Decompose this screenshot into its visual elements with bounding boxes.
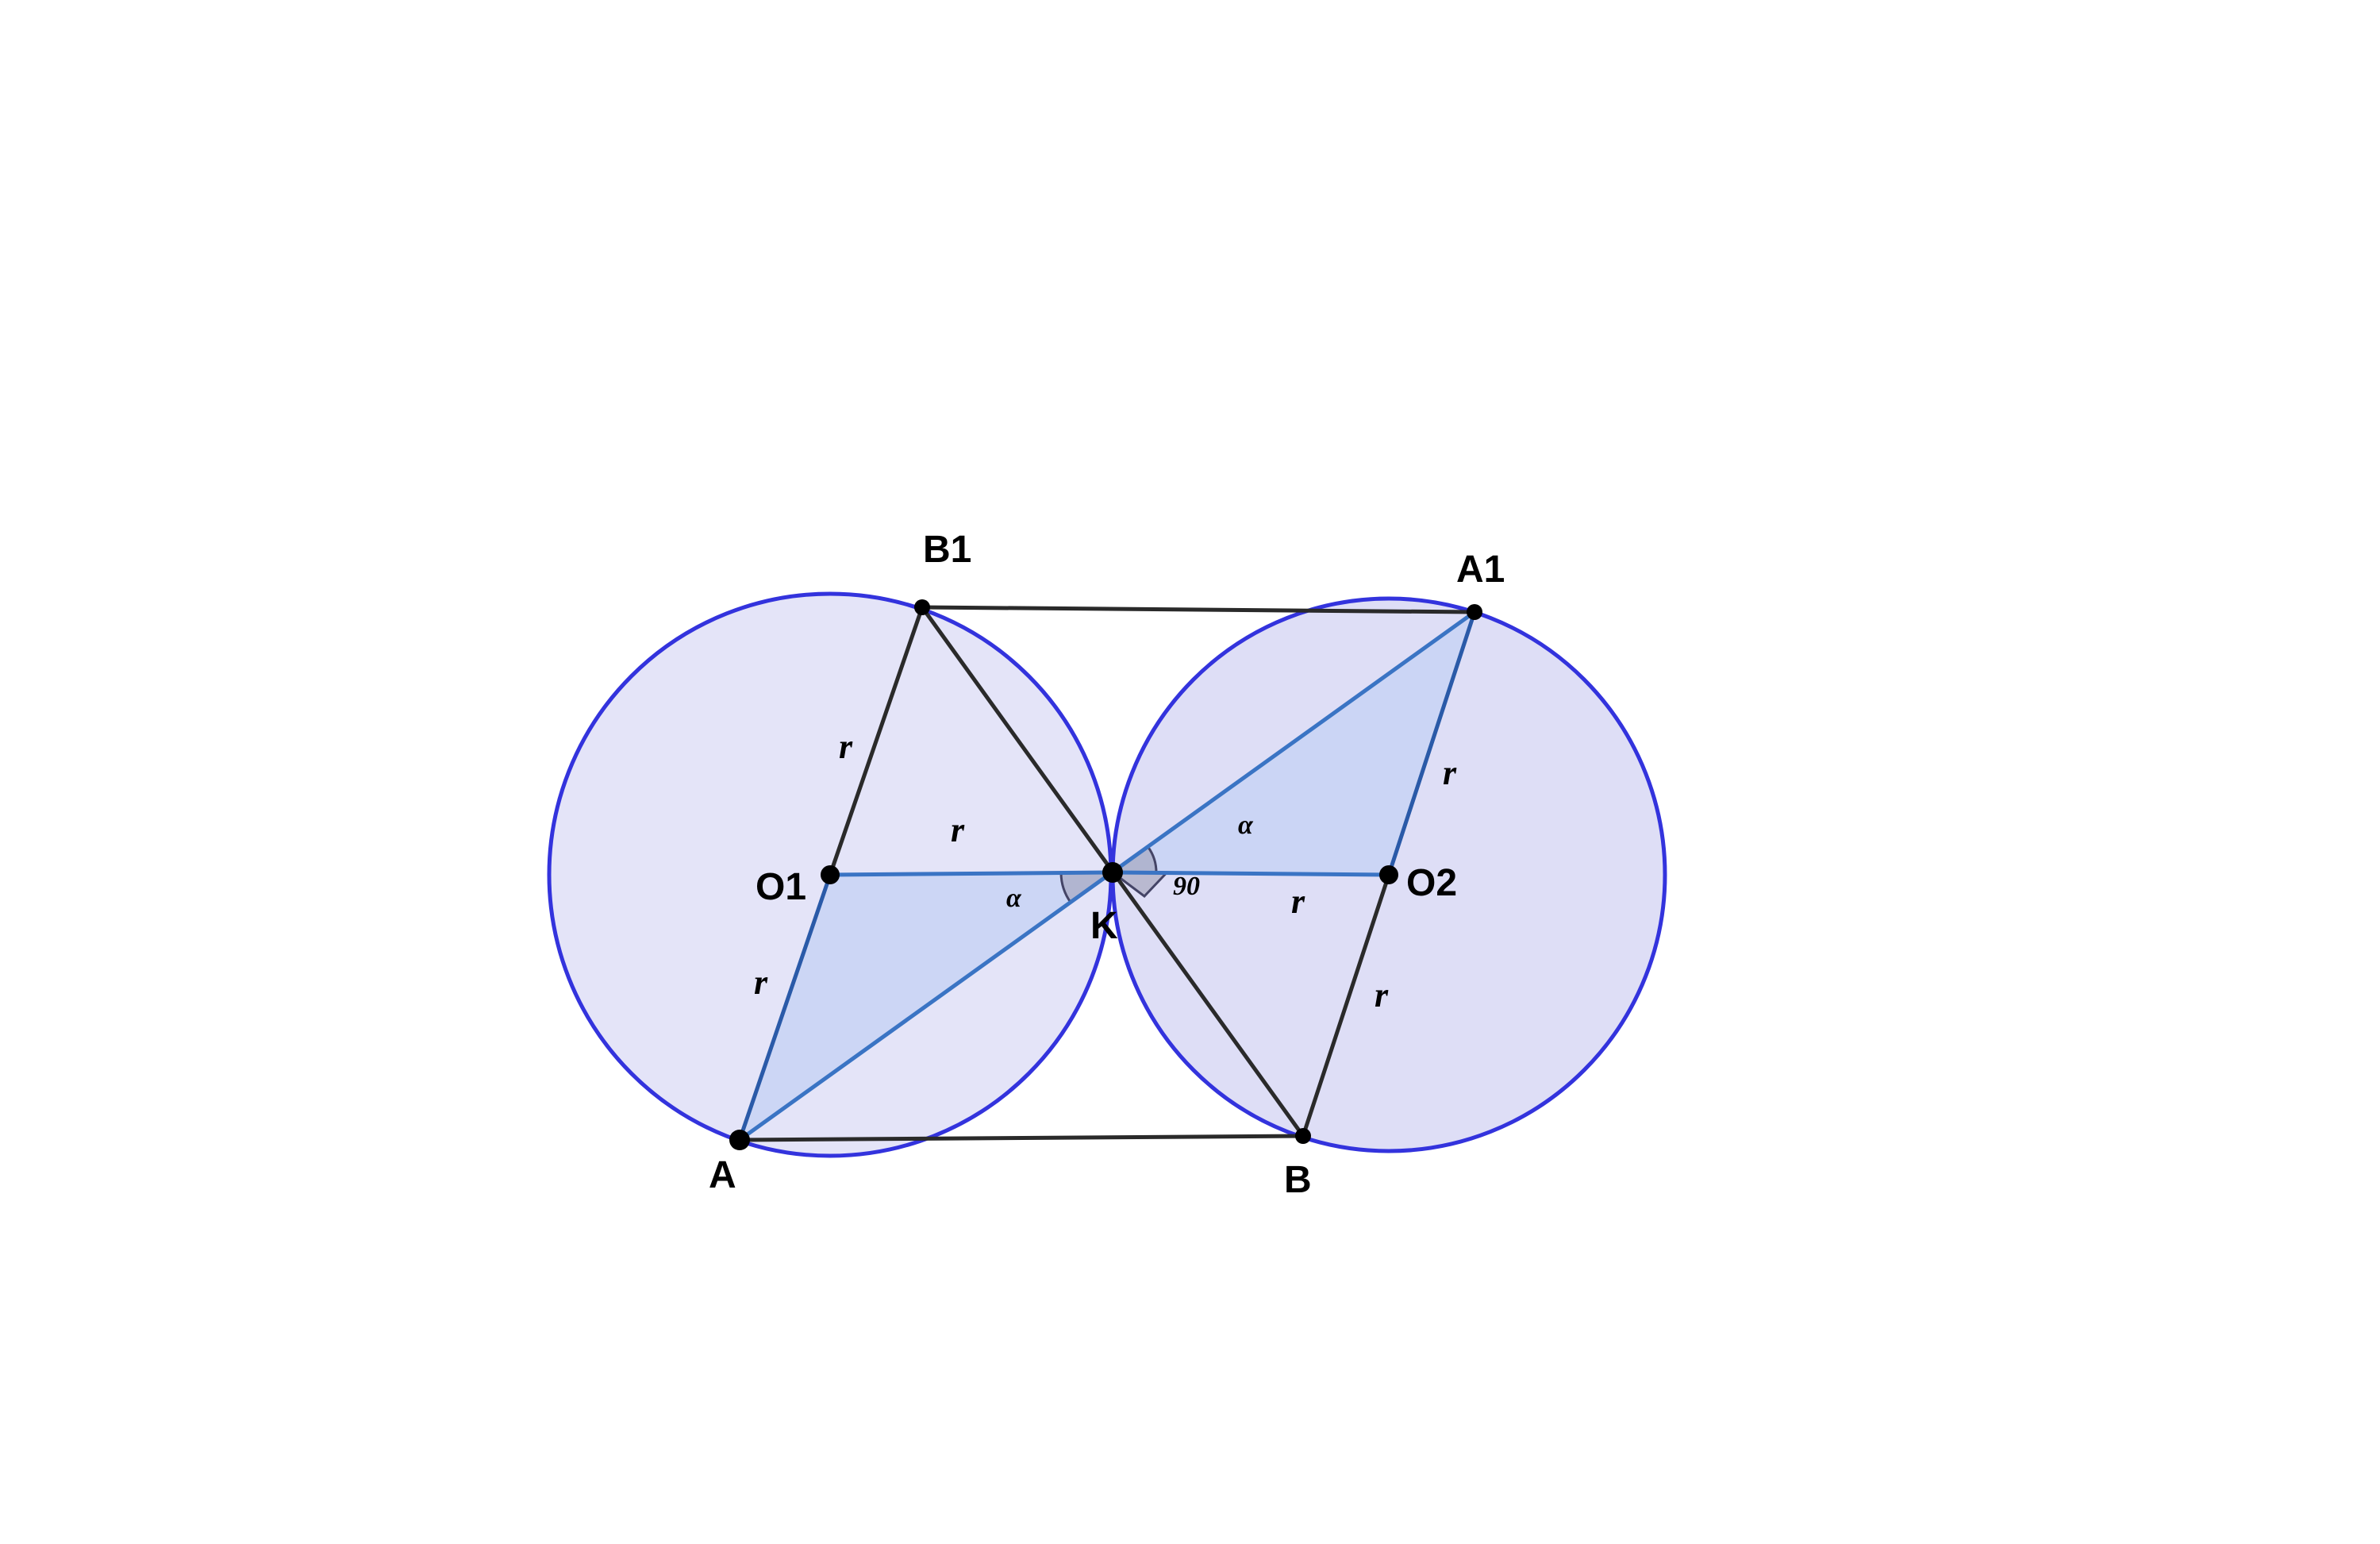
segment-o2-b <box>1301 874 1391 1137</box>
segment-o1-k <box>829 870 1113 877</box>
label-k: K <box>1090 905 1118 947</box>
point-a1 <box>1467 604 1482 620</box>
label-o2: O2 <box>1406 862 1457 904</box>
label-r-o1b1: r <box>839 727 853 766</box>
point-b1 <box>914 599 930 615</box>
segment-o1-b1 <box>828 606 925 876</box>
point-o1 <box>821 865 840 884</box>
label-r-ko2: r <box>1291 882 1305 921</box>
segment-o1-a <box>737 874 832 1141</box>
label-a1: A1 <box>1456 549 1505 591</box>
segment-a-b <box>739 1134 1304 1142</box>
point-o2 <box>1379 865 1398 884</box>
segment-b1-a1 <box>921 605 1475 614</box>
label-b: B <box>1284 1159 1312 1201</box>
point-b <box>1295 1128 1311 1144</box>
label-r-o2a1: r <box>1443 753 1457 792</box>
label-b1: B1 <box>923 529 971 571</box>
segment-o2-a1 <box>1386 611 1477 876</box>
segment-k-o2 <box>1112 870 1390 877</box>
label-r-o1k: r <box>951 811 965 849</box>
label-alpha-right: α <box>1238 811 1254 840</box>
label-o1: O1 <box>756 866 806 908</box>
label-r-o2b: r <box>1375 976 1389 1015</box>
point-a <box>729 1130 750 1150</box>
label-a: A <box>709 1154 736 1196</box>
point-k <box>1102 862 1123 883</box>
label-alpha-left: α <box>1006 884 1022 913</box>
label-right-angle: 90 <box>1173 872 1200 901</box>
label-r-o1a: r <box>754 963 768 1002</box>
